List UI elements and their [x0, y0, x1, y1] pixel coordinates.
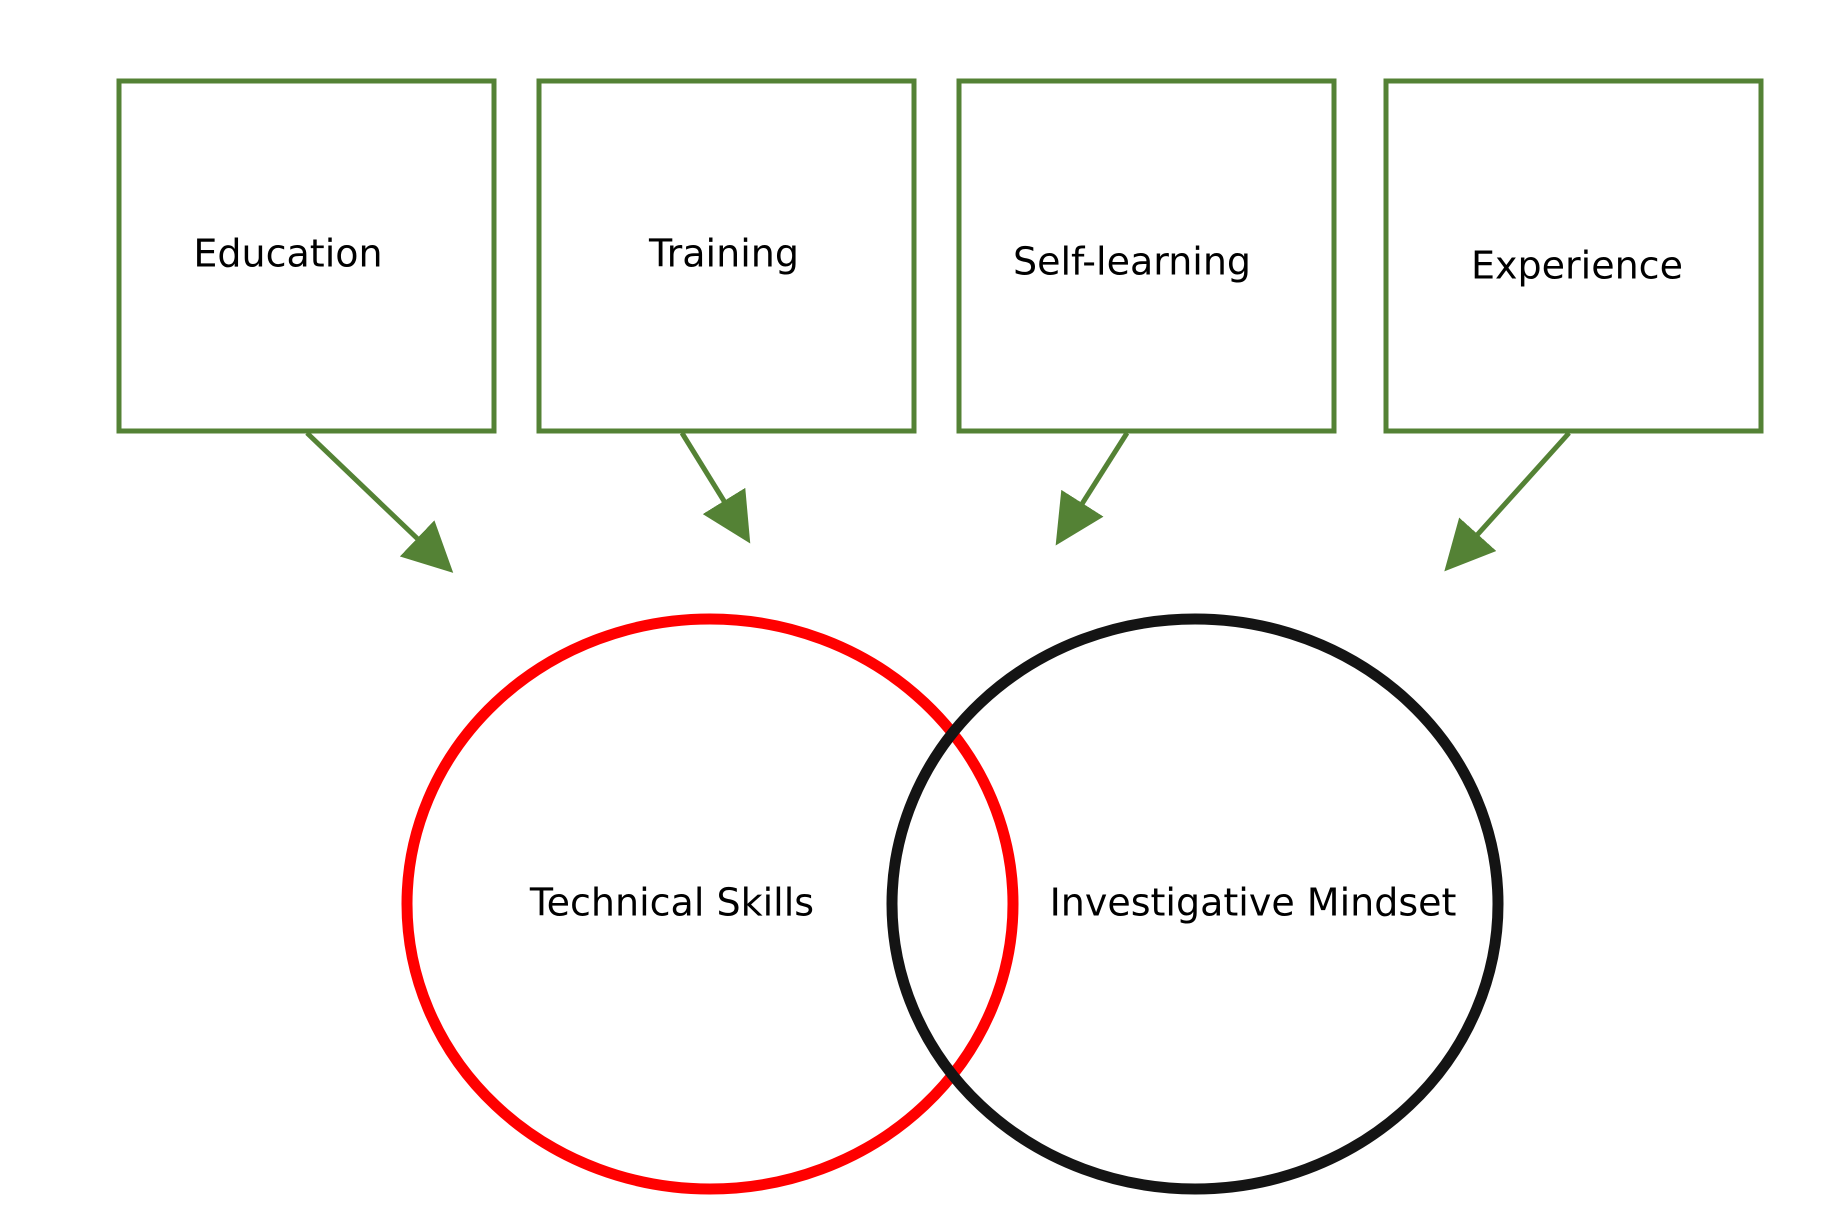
circle-investigative-mindset: [886, 613, 1504, 1195]
arrow-education: [305, 431, 454, 573]
box-label-education: Education: [193, 232, 382, 276]
box-frame: [956, 78, 1337, 434]
arrow-experience: [1444, 431, 1571, 572]
circle-label-technical-skills: Technical Skills: [529, 881, 814, 925]
source-box-education: Education: [116, 78, 497, 434]
arrow-training: [679, 431, 751, 544]
box-label-training: Training: [648, 232, 799, 276]
box-frame: [1383, 78, 1764, 434]
circle-technical-skills: [401, 613, 1019, 1195]
arrow-self-learning: [1055, 431, 1130, 546]
circle-label-investigative-mindset: Investigative Mindset: [1050, 881, 1457, 925]
source-box-training: Training: [536, 78, 917, 434]
source-box-self-learning: Self-learning: [956, 78, 1337, 434]
box-label-experience: Experience: [1471, 244, 1683, 288]
source-box-experience: Experience: [1383, 78, 1764, 434]
box-label-self-learning: Self-learning: [1013, 240, 1251, 284]
box-frame: [536, 78, 917, 434]
box-frame: [116, 78, 497, 434]
